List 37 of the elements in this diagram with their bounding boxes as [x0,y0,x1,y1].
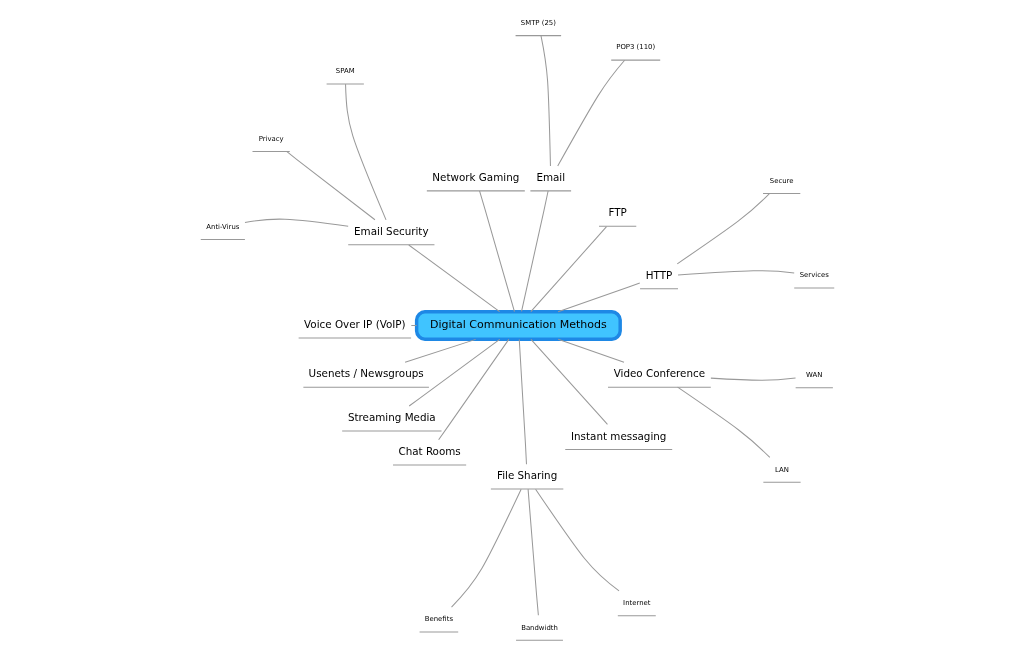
connector [557,338,625,363]
connector [521,190,549,312]
node-text: Chat Rooms [398,444,461,457]
connector [530,338,608,425]
connector [535,488,620,592]
connector [518,338,527,465]
connector [557,282,641,313]
connector [286,151,376,221]
connector [710,377,797,381]
node-text: Usenets / Newsgroups [308,367,424,380]
connector [676,193,770,265]
node-text: Voice Over IP (VoIP) [304,317,406,330]
connector [438,338,510,441]
connector [479,190,515,313]
node-text: Email Security [354,224,429,237]
connector [451,488,522,608]
connector [527,488,539,616]
node-text: Video Conference [613,367,706,380]
node-text: Network Gaming [432,170,520,183]
connector [677,386,771,458]
connector [540,35,551,167]
node-text: FTP [608,206,627,219]
node-text: HTTP [645,268,673,281]
connector [408,244,501,313]
connector [408,338,501,407]
connector [404,338,477,363]
connector [410,325,418,326]
connector [244,218,349,227]
node-text: Streaming Media [347,411,436,424]
node-text: File Sharing [496,469,558,482]
connector [677,270,795,276]
connector [557,59,626,167]
node-box: Digital Communication Methods [414,309,622,342]
connector [345,83,387,221]
connector [530,226,608,313]
node-text: Instant messaging [571,429,667,442]
node-text: Email [536,170,566,183]
